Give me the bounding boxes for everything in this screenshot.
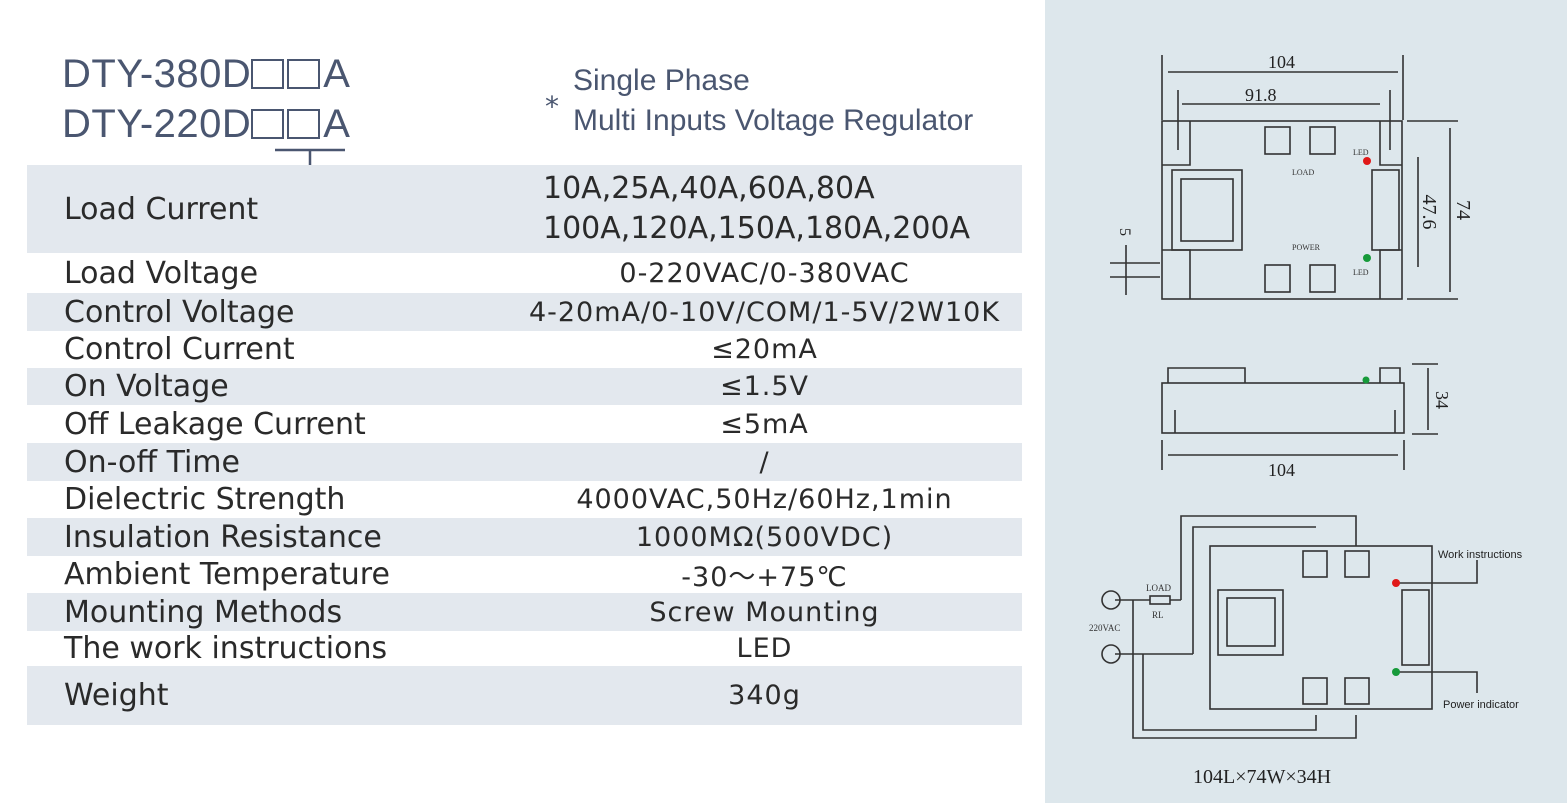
diagram-panel: 104 91.8 74 47.6 5 LED LED LOAD POWER 34… [1045, 0, 1567, 803]
dim-91-8: 91.8 [1245, 85, 1277, 105]
spec-label: Mounting Methods [64, 594, 343, 630]
spec-value: 4-20mA/0-10V/COM/1-5V/2W10K [528, 296, 1001, 328]
spec-value: ≤1.5V [719, 371, 810, 402]
dim-74: 74 [1452, 200, 1474, 220]
spec-value: -30～+75℃ [681, 562, 848, 593]
spec-value: 340g [728, 680, 801, 711]
spec-value: ≤5mA [720, 408, 809, 440]
spec-value: 1000MΩ(500VDC) [635, 521, 894, 553]
spec-row: On Voltage ≤1.5V [27, 368, 1022, 405]
load-rl-label: LOAD [1146, 583, 1171, 593]
dim-104: 104 [1268, 52, 1295, 72]
side-view: 34 104 [1161, 363, 1452, 480]
spec-row: Dielectric Strength 4000VAC,50Hz/60Hz,1mi… [27, 481, 1022, 518]
spec-row: Ambient Temperature -30～+75℃ [27, 556, 1022, 593]
spec-label: Load Voltage [64, 255, 259, 291]
spec-value: 4000VAC,50Hz/60Hz,1min [576, 484, 953, 515]
work-instructions-label: Work instructions [1438, 549, 1523, 561]
spec-label: Insulation Resistance [64, 519, 382, 555]
spec-row: Insulation Resistance 1000MΩ(500VDC) [27, 518, 1022, 556]
spec-label: Control Voltage [64, 294, 295, 330]
load-label: LOAD [1292, 168, 1314, 177]
vac-label: 220VAC [1089, 623, 1120, 633]
dim-47-6: 47.6 [1418, 195, 1440, 230]
dim-34: 34 [1432, 391, 1452, 409]
spec-row: Load Voltage 0-220VAC/0-380VAC [27, 253, 1022, 293]
led-label: LED [1353, 268, 1369, 277]
spec-value: 0-220VAC/0-380VAC [619, 257, 910, 289]
dimension-diagram: 104 91.8 74 47.6 5 LED LED LOAD POWER 34… [1089, 52, 1523, 788]
wiring-diagram: LOAD RL 220VAC Work instructions Power i… [1089, 515, 1523, 788]
spec-row: Control Voltage 4-20mA/0-10V/COM/1-5V/2W1… [27, 293, 1022, 331]
dim-5: 5 [1116, 228, 1133, 236]
spec-label: Weight [64, 678, 169, 713]
asterisk: * [545, 90, 559, 123]
led-green-icon [1363, 254, 1371, 262]
power-indicator-label: Power indicator [1443, 699, 1519, 711]
dimensions-caption: 104L×74W×34H [1193, 766, 1331, 788]
spec-row: Weight 340g [27, 666, 1022, 725]
rl-label: RL [1152, 610, 1164, 620]
spec-label: The work instructions [64, 631, 388, 666]
spec-value: ≤20mA [711, 334, 818, 365]
dim-104-side: 104 [1268, 460, 1295, 480]
spec-value: / [759, 446, 770, 478]
spec-label: Dielectric Strength [64, 482, 346, 517]
spec-label: On Voltage [64, 369, 229, 404]
spec-label: On-off Time [64, 444, 240, 480]
spec-row: The work instructions LED [27, 631, 1022, 666]
led-red-icon [1363, 157, 1371, 165]
subtitle-phase: Single Phase [573, 64, 750, 97]
spec-row: Control Current ≤20mA [27, 331, 1022, 368]
power-label: POWER [1292, 243, 1321, 252]
spec-label: Control Current [64, 332, 295, 367]
spec-row: Mounting Methods Screw Mounting [27, 593, 1022, 631]
spec-label: Off Leakage Current [64, 406, 366, 442]
spec-value: Screw Mounting [649, 596, 880, 628]
spec-row: Off Leakage Current ≤5mA [27, 405, 1022, 443]
spec-label: Load Current [64, 191, 259, 227]
led-label: LED [1353, 148, 1369, 157]
spec-label: Ambient Temperature [64, 557, 390, 592]
subtitle-regulator: Multi Inputs Voltage Regulator [573, 104, 974, 137]
spec-row: On-off Time / [27, 443, 1022, 481]
spec-value: LED [736, 633, 793, 664]
top-view: 104 91.8 74 47.6 5 LED LED LOAD POWER [1110, 52, 1474, 300]
